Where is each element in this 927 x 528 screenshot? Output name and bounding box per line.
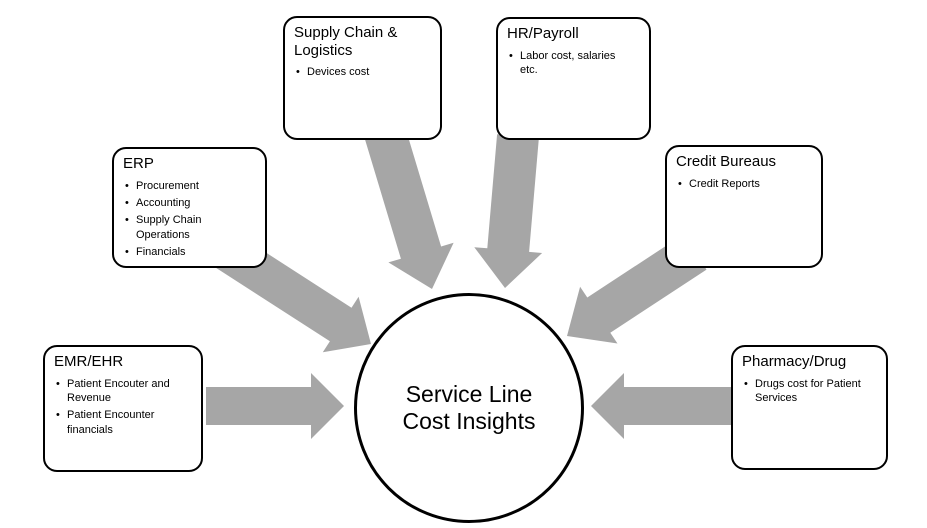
bullet-item: Financials <box>123 245 251 260</box>
node-bullet-list: Credit Reports <box>676 177 815 192</box>
bullet-item: Supply Chain Operations <box>123 213 251 242</box>
node-title: ERP <box>123 155 154 172</box>
arrow-hr-payroll-to-center <box>474 134 543 288</box>
node-title: Pharmacy/Drug <box>742 353 847 370</box>
node-bullet-list: Patient Encouter and RevenuePatient Enco… <box>54 377 195 437</box>
node-bullet-list: Labor cost, salaries etc. <box>507 49 643 78</box>
node-supply-chain-logistics: Supply Chain & Logistics Devices cost <box>283 16 442 140</box>
node-credit-bureaus: Credit Bureaus Credit Reports <box>665 145 823 268</box>
bullet-item: Patient Encouter and Revenue <box>54 377 187 406</box>
node-pharmacy-drug: Pharmacy/Drug Drugs cost for Patient Ser… <box>731 345 888 470</box>
center-label: Service Line Cost Insights <box>402 381 536 434</box>
node-bullet-list: Drugs cost for Patient Services <box>742 377 880 406</box>
node-bullet-list: ProcurementAccountingSupply Chain Operat… <box>123 179 259 260</box>
node-title: HR/Payroll <box>507 25 579 42</box>
arrow-emr-to-center <box>206 373 344 439</box>
bullet-item: Devices cost <box>294 65 426 80</box>
bullet-item: Patient Encounter financials <box>54 408 187 437</box>
arrow-pharmacy-to-center <box>591 373 731 439</box>
node-title: EMR/EHR <box>54 353 124 370</box>
bullet-item: Credit Reports <box>676 177 807 192</box>
node-emr-ehr: EMR/EHR Patient Encouter and RevenuePati… <box>43 345 203 472</box>
node-erp: ERP ProcurementAccountingSupply Chain Op… <box>112 147 267 268</box>
node-bullet-list: Devices cost <box>294 65 434 80</box>
node-hr-payroll: HR/Payroll Labor cost, salaries etc. <box>496 17 651 140</box>
node-title: Credit Bureaus <box>676 153 777 170</box>
bullet-item: Drugs cost for Patient Services <box>742 377 872 406</box>
node-title: Supply Chain & Logistics <box>294 24 398 59</box>
bullet-item: Procurement <box>123 179 251 194</box>
bullet-item: Accounting <box>123 196 251 211</box>
center-circle: Service Line Cost Insights <box>354 293 584 523</box>
arrow-supply-chain-to-center <box>364 126 454 290</box>
bullet-item: Labor cost, salaries etc. <box>507 49 635 78</box>
